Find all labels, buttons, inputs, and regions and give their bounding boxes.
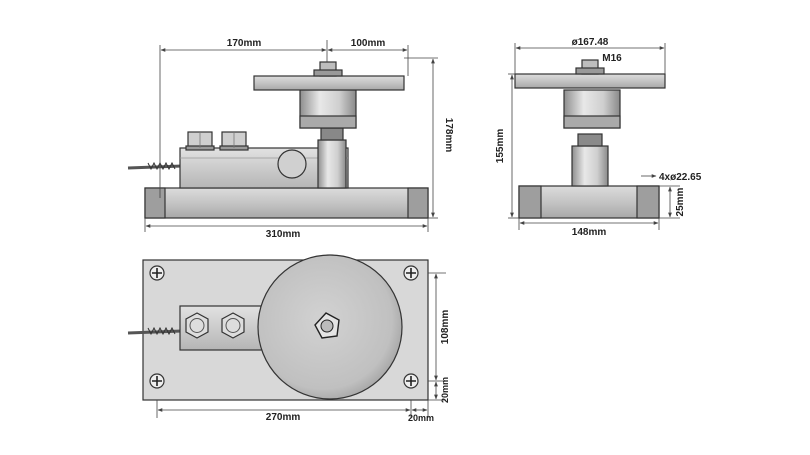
hex-bolt-icon [185, 312, 209, 339]
screw-icon [149, 373, 165, 389]
dim-front-right: 100mm [351, 38, 386, 49]
front-bolt-circle [277, 149, 307, 179]
dim-front-height: 178mm [443, 118, 454, 153]
hex-bolt-icons [185, 312, 245, 339]
dim-top-vertical: 108mm [440, 310, 451, 345]
front-cable [127, 161, 183, 171]
front-view: 170mm 100mm 178mm 310mm [127, 38, 454, 240]
dim-top-edge-bottom: 20mm [408, 413, 434, 423]
side-base-plate [518, 185, 660, 219]
screw-icon [403, 265, 419, 281]
top-view: 108mm 20mm 270mm 20mm [127, 254, 451, 423]
side-top-plate [514, 73, 666, 89]
corner-screw-icons [149, 265, 419, 389]
dim-top-edge-right: 20mm [440, 377, 450, 403]
dim-top-length: 270mm [266, 412, 301, 423]
side-view: ø167.48 M16 155mm 4xø22.65 25mm 148mm [495, 37, 702, 238]
dim-side-height: 155mm [495, 129, 506, 164]
hex-bolt-icon [221, 312, 245, 339]
dim-side-base: 148mm [572, 227, 607, 238]
front-top-plate [253, 75, 405, 91]
screw-icon [149, 265, 165, 281]
center-nut-icon [314, 312, 340, 339]
dim-side-thread: M16 [602, 53, 622, 64]
dim-side-plate: 25mm [675, 187, 686, 216]
front-bolts [185, 131, 249, 151]
front-column [317, 139, 347, 189]
screw-icon [403, 373, 419, 389]
dim-front-left: 170mm [227, 38, 262, 49]
top-cable [127, 326, 183, 336]
dim-front-base: 310mm [266, 229, 301, 240]
front-base-plate [144, 187, 429, 219]
dim-side-holes: 4xø22.65 [659, 172, 702, 183]
side-lower-cylinder [571, 145, 609, 187]
dim-side-diameter: ø167.48 [572, 37, 609, 48]
